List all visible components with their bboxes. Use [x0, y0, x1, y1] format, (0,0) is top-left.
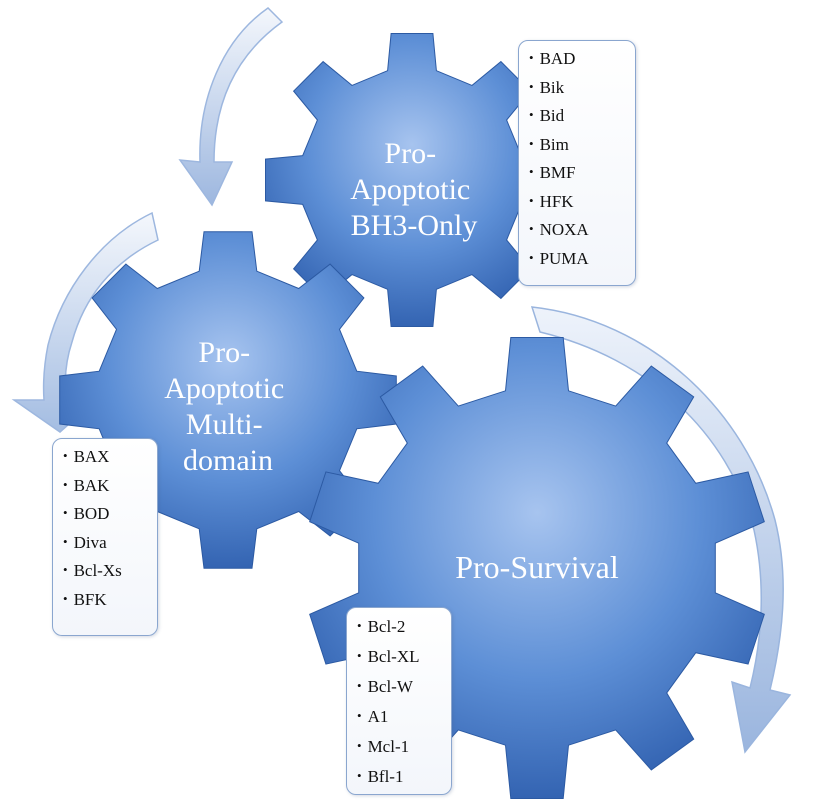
list-item: Bcl-W [357, 672, 443, 702]
list-item: BAX [63, 443, 149, 472]
list-item: BMF [529, 159, 627, 188]
list-item: BAD [529, 45, 627, 74]
cycle-arrow-right [530, 306, 792, 754]
list-item: Bcl-XL [357, 642, 443, 672]
list-box-pro-survival: Bcl-2 Bcl-XL Bcl-W A1 Mcl-1 Bfl-1 [346, 607, 452, 795]
list-item: NOXA [529, 216, 627, 245]
list-item: PUMA [529, 245, 627, 274]
list-item: Bcl-2 [357, 612, 443, 642]
cycle-arrow-left [11, 211, 159, 433]
list-box-bh3-only: BAD Bik Bid Bim BMF HFK NOXA PUMA [518, 40, 636, 286]
list-item: Bik [529, 74, 627, 103]
list-item: Bim [529, 131, 627, 160]
list-item: Diva [63, 529, 149, 558]
list-item: A1 [357, 702, 443, 732]
gear-pro-apoptotic-bh3-only [265, 33, 559, 327]
gear-label-pro-survival: Pro-Survival [455, 549, 619, 585]
list-item: BFK [63, 586, 149, 615]
list-item: HFK [529, 188, 627, 217]
list-item: BOD [63, 500, 149, 529]
list-box-multidomain: BAX BAK BOD Diva Bcl-Xs BFK [52, 438, 158, 636]
list-item: BAK [63, 472, 149, 501]
list-item: Bcl-Xs [63, 557, 149, 586]
gear-label-bh3-only: Pro- Apoptotic BH3-Only [350, 137, 478, 242]
cycle-arrow-top [178, 7, 284, 207]
list-item: Mcl-1 [357, 732, 443, 762]
gear-label-multidomain: Pro- Apoptotic Multi- domain [164, 336, 292, 477]
list-item: Bfl-1 [357, 762, 443, 792]
list-item: Bid [529, 102, 627, 131]
